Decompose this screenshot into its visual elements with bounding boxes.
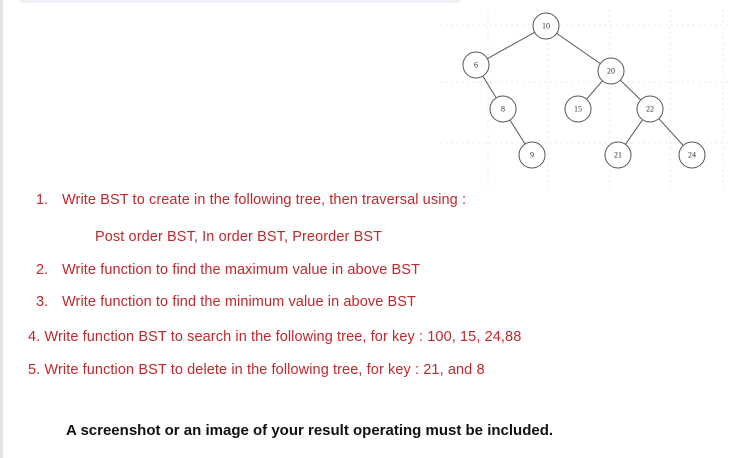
svg-text:6: 6 [474, 61, 478, 70]
question-5-text: 5. Write function BST to delete in the f… [28, 362, 485, 378]
question-4: 4. Write function BST to search in the f… [28, 329, 521, 345]
tree-svg: 10 6 20 8 15 22 9 21 24 [440, 10, 729, 190]
question-1: 1. Write BST to create in the following t… [36, 192, 466, 208]
tree-edge [625, 119, 643, 145]
svg-text:9: 9 [530, 151, 534, 160]
tree-node-24: 24 [678, 141, 706, 169]
question-5: 5. Write function BST to delete in the f… [28, 362, 485, 378]
page-left-border [0, 0, 3, 458]
tree-edge [487, 31, 535, 60]
question-2-text: Write function to find the maximum value… [62, 262, 421, 278]
tree-edge [509, 119, 526, 145]
tree-node-6: 6 [462, 51, 490, 79]
svg-text:24: 24 [688, 151, 696, 160]
question-1-traversals: Post order BST, In order BST, Preorder B… [95, 229, 382, 245]
tree-node-15: 15 [564, 95, 592, 123]
tree-edge [556, 32, 601, 65]
tree-edge [619, 79, 642, 101]
tree-node-22: 22 [636, 95, 664, 123]
svg-text:15: 15 [574, 105, 582, 114]
tree-node-10: 10 [532, 12, 560, 40]
submission-note: A screenshot or an image of your result … [66, 422, 554, 439]
tree-edge [586, 80, 603, 100]
svg-text:10: 10 [542, 22, 550, 31]
bst-tree-diagram: 10 6 20 8 15 22 9 21 24 [440, 0, 729, 190]
question-1-number: 1. [36, 192, 49, 208]
question-3: 3. Write function to find the minimum val… [36, 294, 416, 310]
tree-node-20: 20 [597, 57, 625, 85]
svg-text:20: 20 [607, 67, 615, 76]
question-1-text: Write BST to create in the following tre… [62, 192, 467, 208]
tree-node-21: 21 [604, 141, 632, 169]
tree-node-9: 9 [518, 141, 546, 169]
svg-text:21: 21 [614, 151, 622, 160]
question-3-text: Write function to find the minimum value… [62, 294, 417, 310]
question-3-number: 3. [36, 294, 49, 310]
question-2-number: 2. [36, 262, 49, 278]
page-top-strip [20, 0, 460, 3]
question-4-text: 4. Write function BST to search in the f… [28, 329, 522, 345]
question-1-subtext: Post order BST, In order BST, Preorder B… [95, 229, 383, 245]
tree-edge [658, 118, 684, 146]
svg-text:22: 22 [646, 105, 654, 114]
question-2: 2. Write function to find the maximum val… [36, 262, 420, 278]
svg-text:8: 8 [501, 105, 505, 114]
tree-node-8: 8 [489, 95, 517, 123]
tree-edge [482, 75, 497, 99]
